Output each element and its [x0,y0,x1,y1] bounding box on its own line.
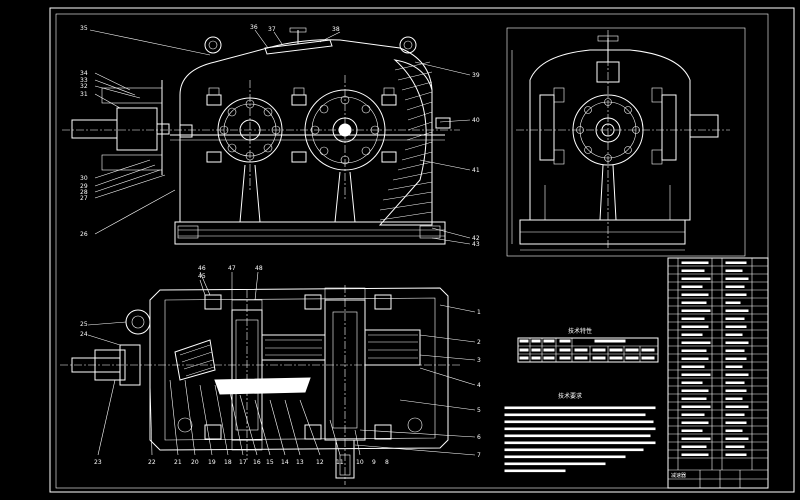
label-37: 37 [268,26,276,33]
label-31: 31 [80,91,88,98]
label-47: 47 [228,265,236,272]
label-24: 24 [80,331,88,338]
parts-list-entries [681,261,749,456]
label-1: 1 [477,309,481,316]
label-17: 17 [239,459,247,466]
label-11: 11 [336,459,344,466]
label-16: 16 [253,459,261,466]
label-48: 48 [255,265,263,272]
label-46: 46 [198,265,206,272]
label-39: 39 [472,72,480,79]
tech-table-cells [519,339,655,360]
title-block: 减速器 [668,470,768,488]
label-28: 28 [80,189,88,196]
technical-characteristics: 技术特性 技术要求 [504,327,659,473]
label-43: 43 [472,241,480,248]
label-34: 34 [80,70,88,77]
label-4: 4 [477,382,481,389]
tech-table-title: 技术特性 [568,327,592,335]
label-38: 38 [332,26,340,33]
label-2: 2 [477,339,481,346]
outer-frame [49,7,795,493]
label-33: 33 [80,77,88,84]
parts-list: 减速器 [667,257,769,489]
label-25: 25 [80,321,88,328]
label-26: 26 [80,231,88,238]
label-42: 42 [472,235,480,242]
label-19: 19 [208,459,216,466]
label-3: 3 [477,357,481,364]
label-23: 23 [94,459,102,466]
label-35: 35 [80,25,88,32]
label-10: 10 [356,459,364,466]
label-30: 30 [80,175,88,182]
label-15: 15 [266,459,274,466]
label-5: 5 [477,407,481,414]
label-20: 20 [191,459,199,466]
label-41: 41 [472,167,480,174]
inner-frame [55,13,769,489]
label-40: 40 [472,117,480,124]
label-13: 13 [296,459,304,466]
label-45: 45 [198,273,206,280]
label-36: 36 [250,24,258,31]
tech-requirements-title: 技术要求 [558,392,582,400]
label-7: 7 [477,452,481,459]
label-9: 9 [372,459,376,466]
plan-view: 46 45 47 48 25 24 23 22 21 20 19 18 17 1… [60,265,481,485]
label-18: 18 [224,459,232,466]
label-32: 32 [80,83,88,90]
label-8: 8 [385,459,389,466]
title-block-name: 减速器 [671,472,686,479]
label-22: 22 [148,459,156,466]
label-6: 6 [477,434,481,441]
label-27: 27 [80,195,88,202]
label-21: 21 [174,459,182,466]
tech-requirements-text [504,406,656,473]
side-view [506,27,746,257]
front-view: 35 36 37 38 39 34 33 32 31 30 29 28 27 2… [62,24,480,248]
label-12: 12 [316,459,324,466]
label-14: 14 [281,459,289,466]
label-29: 29 [80,183,88,190]
